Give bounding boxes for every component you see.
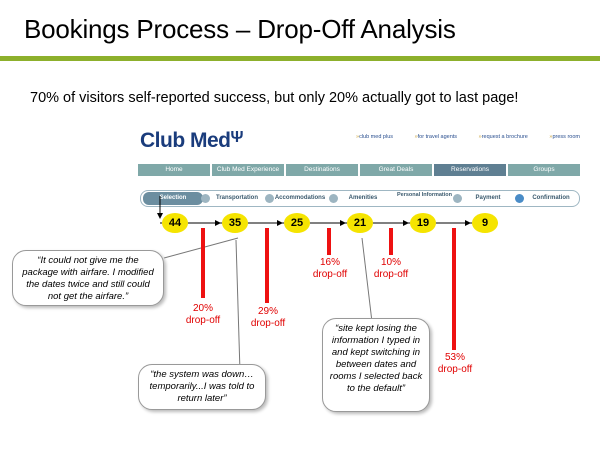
visitor-count: 44: [162, 213, 188, 233]
step-connector-icon: [515, 194, 524, 203]
site-navbar: Home Club Med Experience Destinations Gr…: [138, 164, 582, 176]
top-link[interactable]: club med plus: [356, 134, 393, 140]
nav-destinations[interactable]: Destinations: [286, 164, 358, 176]
quote-pointer: [361, 237, 373, 323]
nav-home[interactable]: Home: [138, 164, 210, 176]
step-payment[interactable]: Payment: [475, 195, 501, 201]
nav-club-med-experience[interactable]: Club Med Experience: [212, 164, 284, 176]
step-transportation[interactable]: Transportation: [215, 195, 258, 201]
visitor-count: 21: [347, 213, 373, 233]
top-link[interactable]: for travel agents: [415, 134, 457, 140]
quote-system-down: “the system was down…temporarily...I was…: [138, 364, 266, 410]
step-selection[interactable]: Selection: [143, 192, 203, 205]
dropoff-bar: [265, 228, 269, 303]
visitor-count: 19: [410, 213, 436, 233]
slide-subtitle: 70% of visitors self-reported success, b…: [30, 90, 519, 106]
visitor-count: 9: [472, 213, 498, 233]
step-connector-icon: [201, 194, 210, 203]
dropoff-label: 29%drop-off: [250, 306, 286, 329]
top-links: club med plus for travel agents request …: [356, 134, 580, 140]
trident-icon: Ψ: [230, 129, 244, 146]
quote-airfare: “It could not give me the package with a…: [12, 250, 164, 306]
step-connector-icon: [453, 194, 462, 203]
step-connector-icon: [329, 194, 338, 203]
step-accommodations[interactable]: Accommodations: [274, 195, 326, 201]
dropoff-bar: [452, 228, 456, 350]
clubmed-site-screenshot: Club MedΨ club med plus for travel agent…: [138, 128, 582, 220]
dropoff-bar: [389, 228, 393, 255]
title-underline: [0, 56, 600, 61]
step-connector-icon: [265, 194, 274, 203]
quote-pointer: [235, 239, 241, 373]
top-link[interactable]: request a brochure: [479, 134, 528, 140]
nav-great-deals[interactable]: Great Deals: [360, 164, 432, 176]
dropoff-label: 53%drop-off: [437, 352, 473, 375]
slide-title: Bookings Process – Drop-Off Analysis: [24, 14, 456, 44]
top-link[interactable]: press room: [549, 134, 580, 140]
visitor-count: 25: [284, 213, 310, 233]
dropoff-label: 10%drop-off: [373, 257, 409, 280]
clubmed-logo: Club MedΨ: [140, 129, 244, 152]
step-confirmation[interactable]: Confirmation: [532, 195, 570, 201]
dropoff-bar: [201, 228, 205, 298]
dropoff-label: 20%drop-off: [185, 303, 221, 326]
step-personal-information[interactable]: Personal Information: [397, 192, 453, 198]
nav-groups[interactable]: Groups: [508, 164, 580, 176]
visitor-count: 35: [222, 213, 248, 233]
dropoff-label: 16%drop-off: [312, 257, 348, 280]
step-amenities[interactable]: Amenities: [348, 195, 378, 201]
nav-reservations[interactable]: Reservations: [434, 164, 506, 176]
booking-steps: Selection Transportation Accommodations …: [140, 190, 580, 207]
quote-losing-info: “site kept losing the information I type…: [322, 318, 430, 412]
dropoff-bar: [327, 228, 331, 255]
